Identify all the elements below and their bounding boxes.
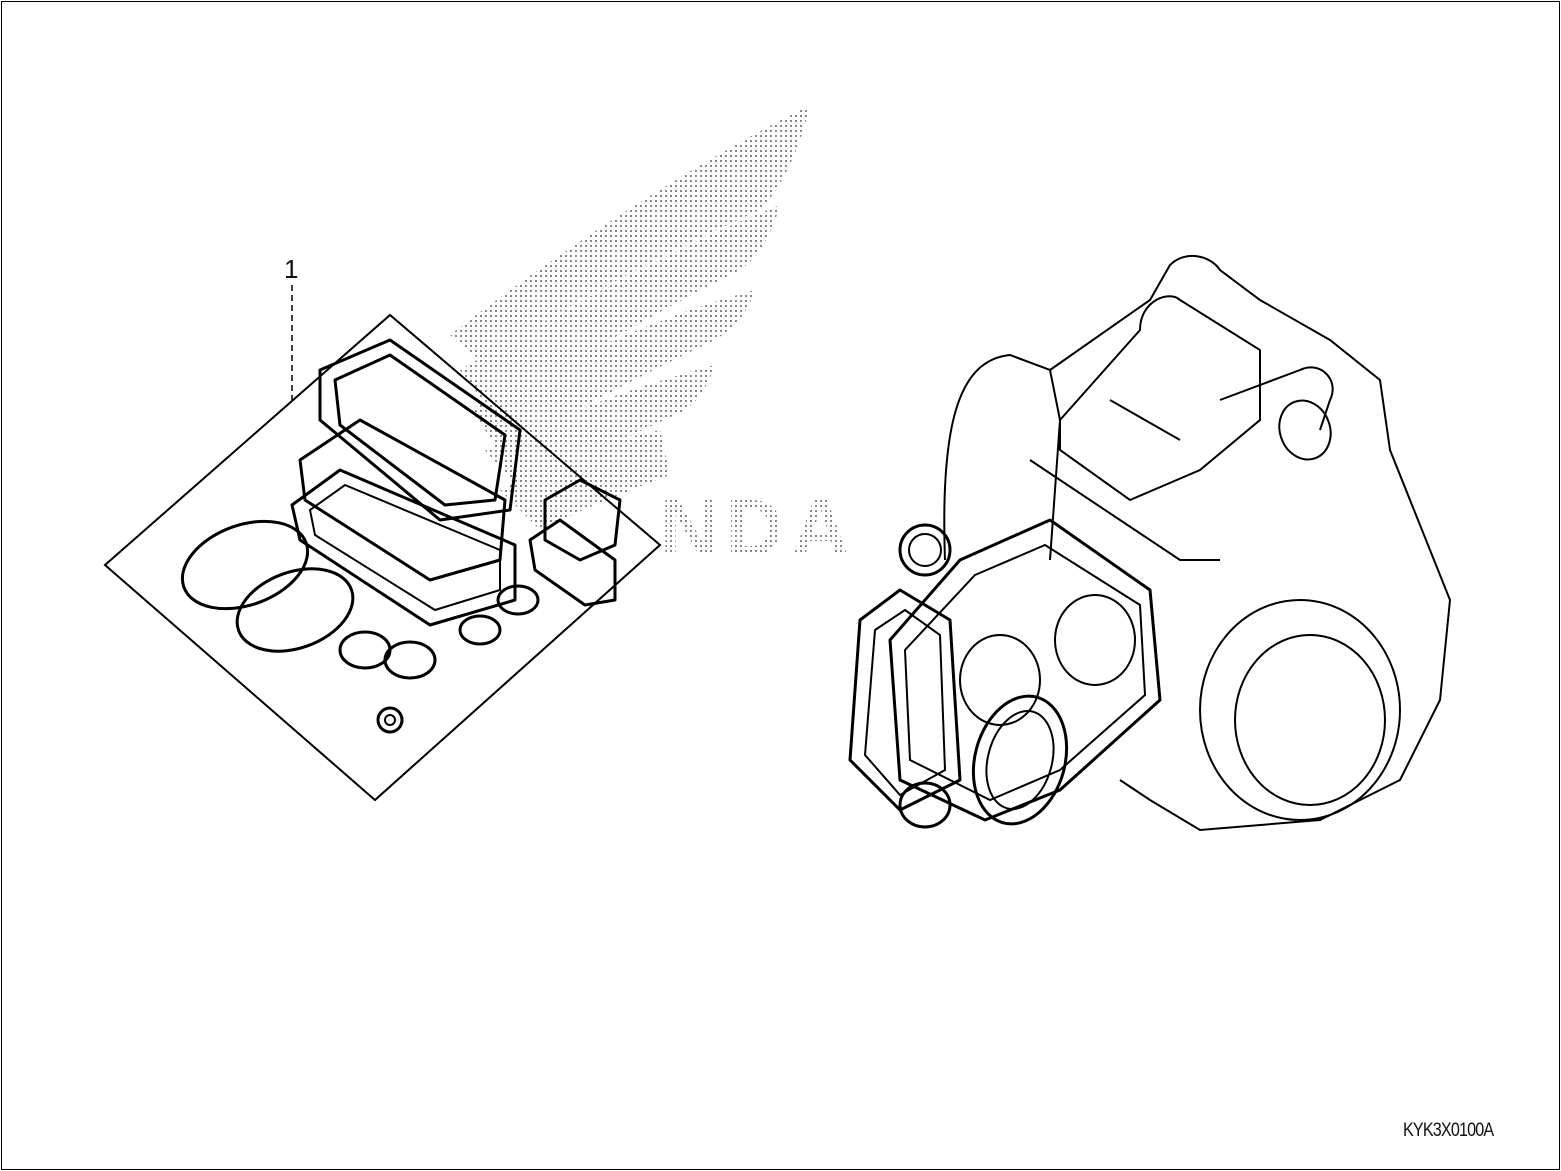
reference-number-label: 1 (284, 254, 299, 284)
gasket-kit-icon[interactable] (103, 313, 662, 802)
diagram-code: KYK3X0100A (1403, 1120, 1494, 1141)
engine-cylinder-illustration (848, 254, 1452, 832)
svg-text:NDA: NDA (660, 483, 857, 572)
